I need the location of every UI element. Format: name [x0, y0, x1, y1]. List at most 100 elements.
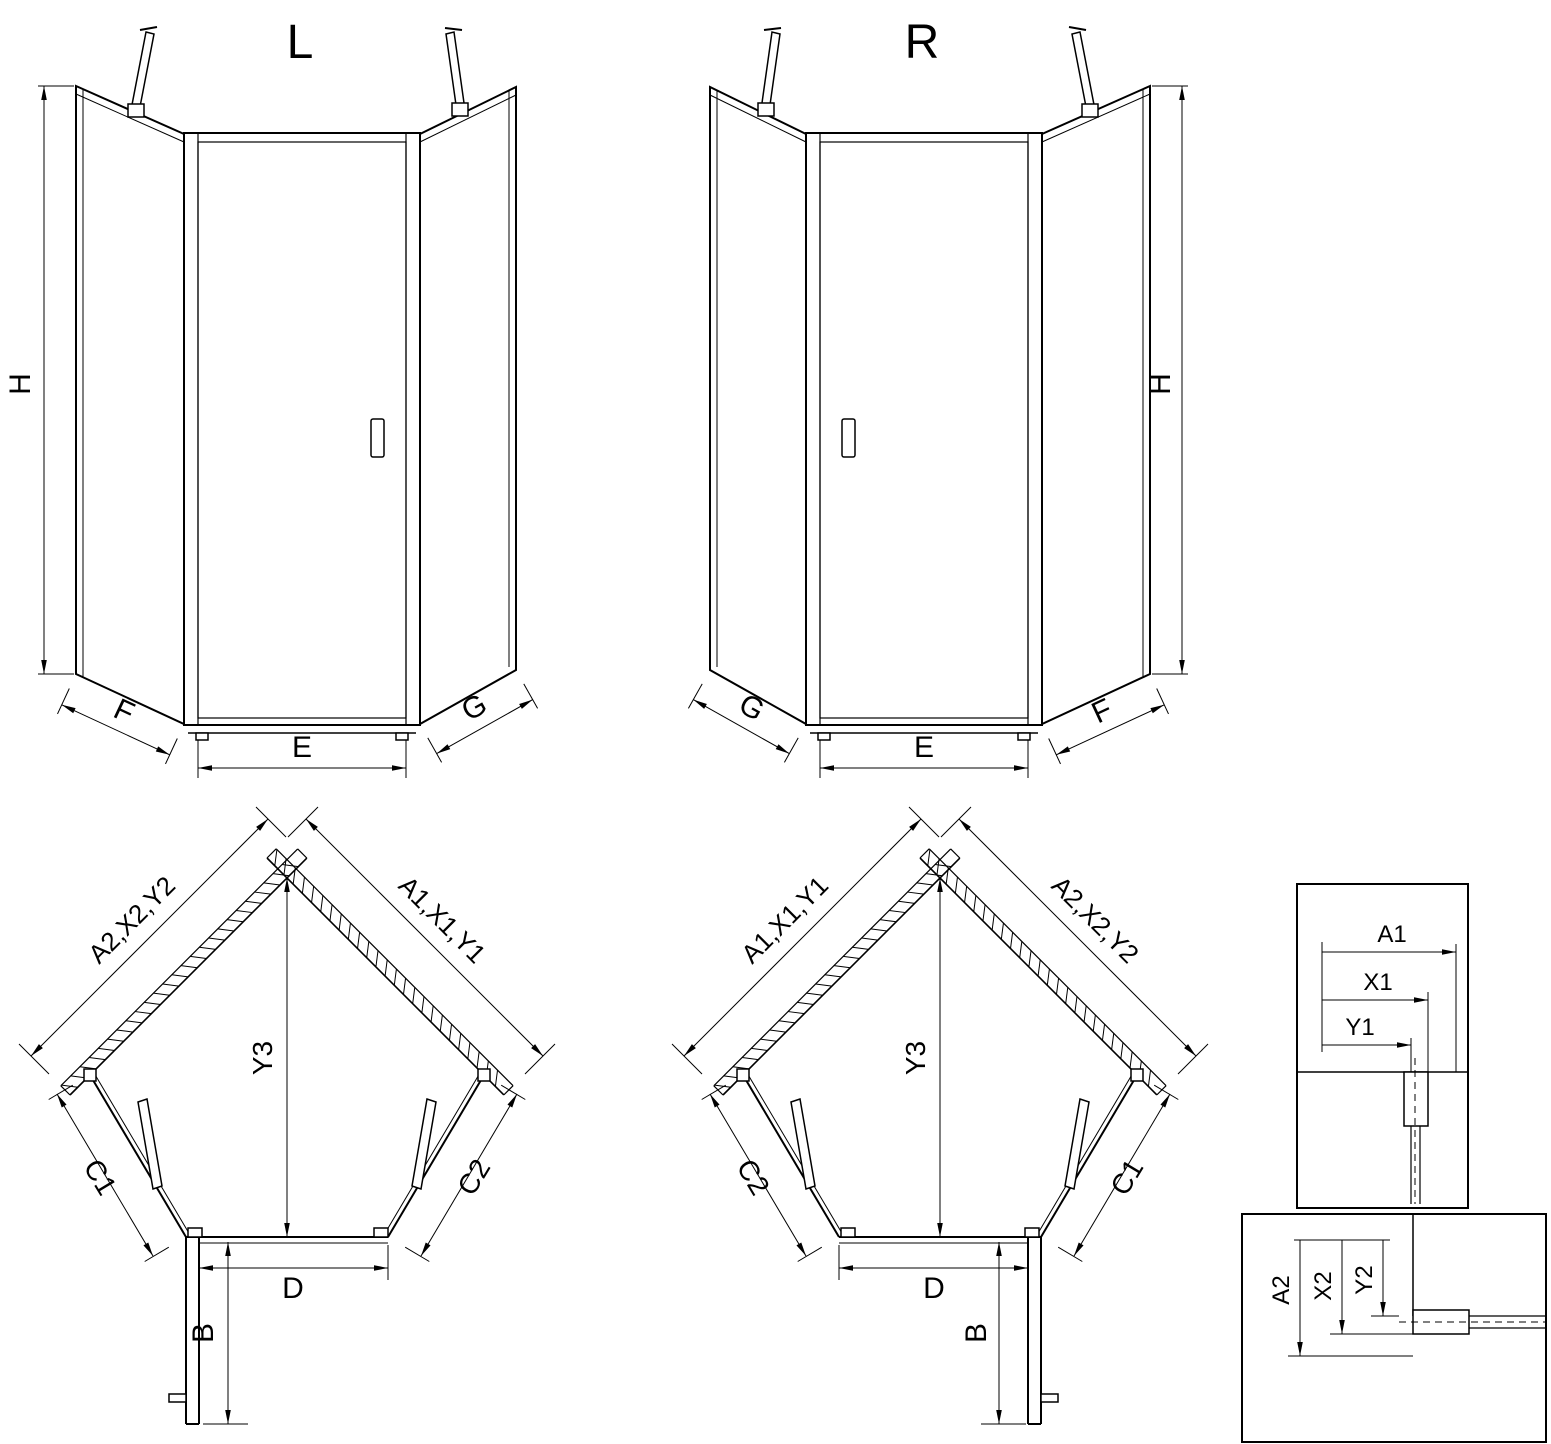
dim-door-width: E	[819, 731, 1029, 778]
elevation-right: R	[687, 16, 1188, 778]
label-wall-right: A1,X1,Y1	[393, 870, 492, 969]
wall-hatch-line	[236, 909, 253, 914]
wall-hatch-line	[1083, 1005, 1087, 1023]
dim-left-panel-width: F	[57, 688, 178, 765]
wall-hatch-line	[879, 919, 897, 923]
dim-arrowhead	[41, 86, 47, 100]
wall-hatch-line	[1129, 1051, 1133, 1069]
hinge-block	[187, 1227, 203, 1238]
wall-hatch-line	[1028, 950, 1032, 967]
label-detail-y1: Y1	[1345, 1014, 1374, 1041]
wall-hatch-line	[171, 974, 189, 978]
dim-arrowhead	[392, 765, 406, 771]
door-threshold	[186, 1236, 388, 1244]
dim-wall-left: A2,X2,Y2	[18, 806, 287, 1075]
wall-hatch-line	[954, 877, 958, 894]
dim-arrowhead	[684, 1044, 696, 1056]
dim-arrowhead	[937, 1223, 943, 1237]
wall-hatch-line	[402, 978, 407, 995]
wall-hatch-line	[208, 937, 225, 941]
dim-arrowhead	[421, 1242, 431, 1256]
wall-hatch-line	[898, 900, 915, 904]
wall-hatch-line	[98, 1047, 115, 1051]
wall-hatch-line	[199, 946, 216, 950]
wall-hatch-line	[89, 1057, 106, 1061]
dim-arrowhead	[199, 1265, 213, 1271]
dim-arrowhead	[959, 819, 971, 831]
dim-arrowhead	[820, 765, 834, 771]
wall-hatch-line	[919, 848, 930, 859]
dim-left-panel-width: G	[687, 683, 799, 763]
door-panel	[805, 132, 1043, 726]
wall-hatch-line	[964, 886, 968, 903]
wall-hatch-line	[144, 1001, 161, 1005]
dim-arrowhead	[143, 1242, 153, 1256]
wall-hatch-line	[806, 992, 823, 996]
wall-hatch-line	[116, 1029, 133, 1033]
wall-hatch-line	[1010, 932, 1014, 949]
left-side-panel	[75, 84, 185, 726]
wall-hatch-line	[843, 955, 860, 960]
dim-depth-y3: Y3	[247, 878, 290, 1237]
dim-height: H	[4, 85, 74, 675]
dim-arrowhead	[1442, 949, 1456, 955]
wall-hatch-line	[347, 922, 351, 940]
dim-arrowhead	[41, 660, 47, 674]
dim-arrowhead	[1056, 746, 1071, 755]
wall-hatch-line	[320, 895, 324, 912]
wall-hatch-line	[180, 965, 198, 969]
dim-arrowhead	[839, 1265, 853, 1271]
dim-arrowhead	[1297, 1342, 1303, 1356]
side-glass-right	[1036, 1072, 1138, 1238]
support-arm-left	[757, 27, 782, 117]
dim-wall-right: A1,X1,Y1	[287, 806, 556, 1075]
wall-hatch-line	[338, 913, 342, 931]
wall-band-upper-right	[266, 848, 514, 1096]
wall-hatch-line	[275, 848, 514, 1087]
wall-hatch-line	[190, 955, 207, 960]
dim-arrowhead	[937, 878, 943, 892]
glass-profile	[1403, 1071, 1429, 1127]
wall-hatch-line	[301, 877, 305, 894]
wall-profile-block	[477, 1068, 491, 1082]
wall-hatch-line	[134, 1011, 152, 1015]
variant-title: R	[905, 16, 940, 69]
wall-hatch-line	[254, 891, 271, 895]
support-arm-left	[127, 26, 158, 118]
shower-tray	[810, 724, 1038, 741]
wall-hatch-line	[217, 928, 235, 932]
wall-profile-block	[1130, 1068, 1144, 1082]
wall-hatch-line	[421, 996, 425, 1013]
plan-right: A1,X1,Y1 A2,X2,Y2 Y3 C2 C1 D	[671, 806, 1209, 1425]
label-dim-height: H	[1144, 373, 1177, 395]
shower-tray	[188, 724, 416, 741]
detail-box-top: A1 X1 Y1	[1296, 883, 1469, 1209]
wall-hatch-line	[393, 968, 397, 986]
label-door-width: D	[282, 1272, 304, 1305]
dim-arrowhead	[57, 1094, 67, 1108]
dim-arrowhead	[1184, 1044, 1196, 1056]
wall-hatch-line	[760, 1038, 777, 1042]
dim-arrowhead	[225, 1242, 231, 1256]
wall-hatch-line	[357, 932, 361, 949]
wall-hatch-line	[61, 1084, 78, 1088]
label-wall-left: A2,X2,Y2	[82, 870, 181, 969]
detail-box-bottom: A2 X2 Y2	[1241, 1213, 1547, 1443]
wall-hatch-line	[1019, 941, 1023, 958]
label-door-projection: B	[960, 1323, 993, 1343]
wall-hatch-line	[226, 919, 244, 923]
wall-hatch-line	[973, 895, 977, 912]
wall-hatch-line	[162, 983, 179, 987]
dim-arrowhead	[284, 1223, 290, 1237]
wall-hatch-line	[1074, 996, 1078, 1013]
label-dim-door: E	[292, 731, 312, 764]
wall-hatch-line	[815, 983, 832, 987]
wall-hatch-line	[870, 928, 888, 932]
wall-hatch-line	[69, 857, 308, 1096]
wall-hatch-line	[916, 882, 934, 886]
elevation-left: L	[4, 16, 539, 778]
right-side-panel	[1041, 84, 1151, 726]
dim-d: D	[199, 1245, 389, 1305]
wall-hatch-line	[852, 946, 869, 950]
dim-arrowhead	[1397, 1042, 1411, 1048]
